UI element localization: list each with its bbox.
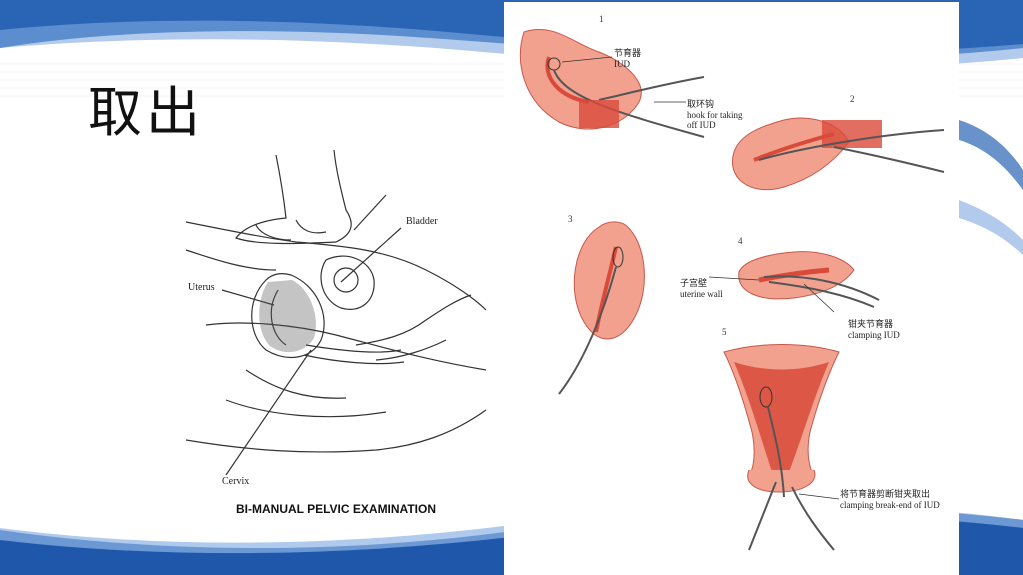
label-wall-cn: 子宫壁 (680, 278, 708, 288)
step-number-5: 5 (722, 327, 727, 337)
label-clamp-cn: 钳夹节育器 (848, 319, 894, 329)
label-hook-en-1: hook for taking (687, 110, 743, 120)
step-3-uterus (558, 221, 645, 395)
label-hook-cn: 取环钩 (687, 99, 715, 109)
bimanual-exam-figure: Bladder Uterus Cervix BI-MANUAL PELVIC E… (185, 149, 487, 524)
label-hook-en-2: off IUD (687, 120, 716, 130)
step-5-uterus (723, 344, 840, 551)
label-bladder: Bladder (406, 216, 438, 227)
label-cervix: Cervix (222, 476, 250, 487)
iud-removal-figure: 1 2 3 4 5 节育器 IUD 取环钩 hook for taking of… (504, 2, 959, 575)
label-iud-en: IUD (614, 59, 630, 69)
step-1-uterus (519, 28, 705, 138)
step-number-2: 2 (850, 94, 855, 104)
step-2-uterus (732, 117, 945, 191)
label-iud-cn: 节育器 (614, 48, 642, 58)
label-clamp-en: clamping IUD (848, 330, 900, 340)
step-number-1: 1 (599, 14, 604, 24)
step-4-uterus (708, 251, 880, 313)
label-wall-en: uterine wall (680, 289, 723, 299)
iud-removal-drawing (519, 28, 945, 551)
label-uterus: Uterus (188, 282, 215, 293)
step-number-4: 4 (738, 236, 743, 246)
bimanual-exam-drawing (185, 149, 487, 476)
label-break-en: clamping break-end of IUD (840, 500, 940, 510)
step-number-3: 3 (568, 214, 573, 224)
figure-caption: BI-MANUAL PELVIC EXAMINATION (236, 502, 436, 516)
label-break-cn: 将节育器剪断钳夹取出 (840, 489, 931, 499)
slide-title: 取出 (88, 81, 204, 144)
